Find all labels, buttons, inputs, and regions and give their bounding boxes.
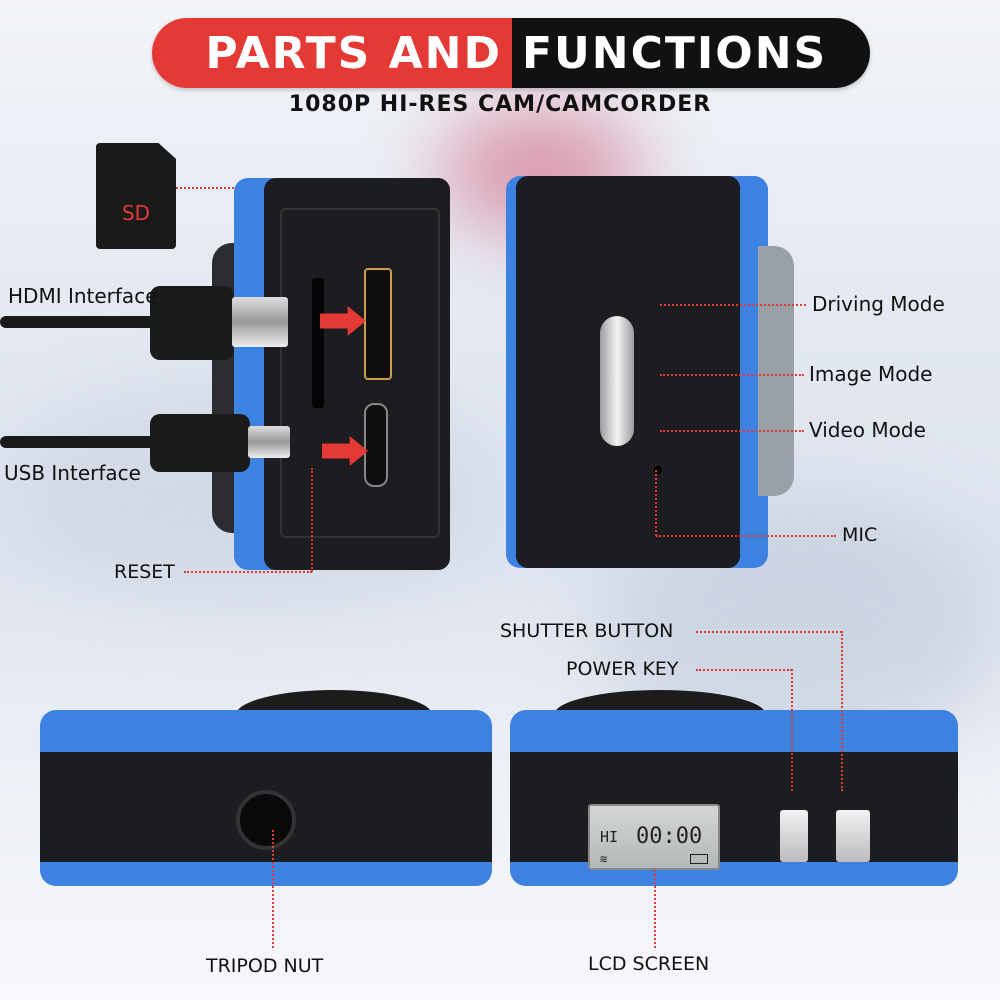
shutter-button-label: SHUTTER BUTTON xyxy=(500,620,674,642)
sd-card-icon: SD xyxy=(96,143,176,249)
power-key[interactable] xyxy=(780,810,808,862)
mic-callout-line xyxy=(656,535,836,537)
driving-mode-callout-line xyxy=(660,304,806,306)
lcd-time-text: 00:00 xyxy=(636,824,703,849)
hdmi-cable xyxy=(0,316,170,328)
camera-bottom-tripod xyxy=(40,690,492,886)
usb-cable xyxy=(0,436,170,448)
tripod-nut-label: TRIPOD NUT xyxy=(206,955,324,977)
mic-label: MIC xyxy=(842,524,878,546)
lcd-screen: HI 00:00 ≋ xyxy=(588,804,720,870)
mode-switch[interactable] xyxy=(600,316,634,446)
image-mode-label: Image Mode xyxy=(809,362,933,386)
title-part-1: PARTS AND xyxy=(152,18,512,88)
lcd-wifi-icon: ≋ xyxy=(600,852,608,866)
camera-back-lcd xyxy=(510,690,958,886)
tripod-callout-line-v xyxy=(272,830,274,948)
hdmi-port xyxy=(364,268,392,380)
mic-hole xyxy=(654,466,662,474)
shutter-button[interactable] xyxy=(836,810,870,862)
tripod-nut-hole xyxy=(236,790,296,850)
power-callout-line xyxy=(696,669,792,671)
camera-side-ports xyxy=(212,178,450,570)
lcd-battery-icon xyxy=(690,854,708,864)
lcd-screen-label: LCD SCREEN xyxy=(588,953,710,975)
reset-label: RESET xyxy=(114,561,175,583)
hdmi-interface-label: HDMI Interface xyxy=(8,284,158,308)
video-mode-callout-line xyxy=(660,430,804,432)
power-key-label: POWER KEY xyxy=(566,658,679,680)
mic-callout-line-v xyxy=(655,470,657,536)
reset-callout-line xyxy=(184,571,312,573)
usb-plug-metal xyxy=(248,426,290,458)
hdmi-plug-body xyxy=(150,286,234,360)
usb-plug-body xyxy=(150,414,250,472)
usb-interface-label: USB Interface xyxy=(4,461,141,485)
shutter-callout-line-v xyxy=(841,631,843,791)
page-subtitle: 1080P HI-RES CAM/CAMCORDER xyxy=(288,92,712,117)
video-mode-label: Video Mode xyxy=(809,418,926,442)
sd-slot xyxy=(312,278,324,408)
title-part-2: FUNCTIONS xyxy=(512,18,870,88)
camera-side-modes xyxy=(506,176,796,568)
sd-card-label: SD xyxy=(121,201,151,225)
hdmi-plug-metal xyxy=(232,297,288,347)
lcd-mode-text: HI xyxy=(600,828,619,846)
image-mode-callout-line xyxy=(660,374,804,376)
reset-callout-line-v xyxy=(311,468,313,572)
usb-port xyxy=(364,403,388,487)
power-callout-line-v xyxy=(791,669,793,791)
driving-mode-label: Driving Mode xyxy=(812,292,945,316)
lcd-callout-line-v xyxy=(654,870,656,948)
shutter-callout-line xyxy=(696,631,842,633)
page-title: PARTS AND FUNCTIONS xyxy=(152,18,870,88)
